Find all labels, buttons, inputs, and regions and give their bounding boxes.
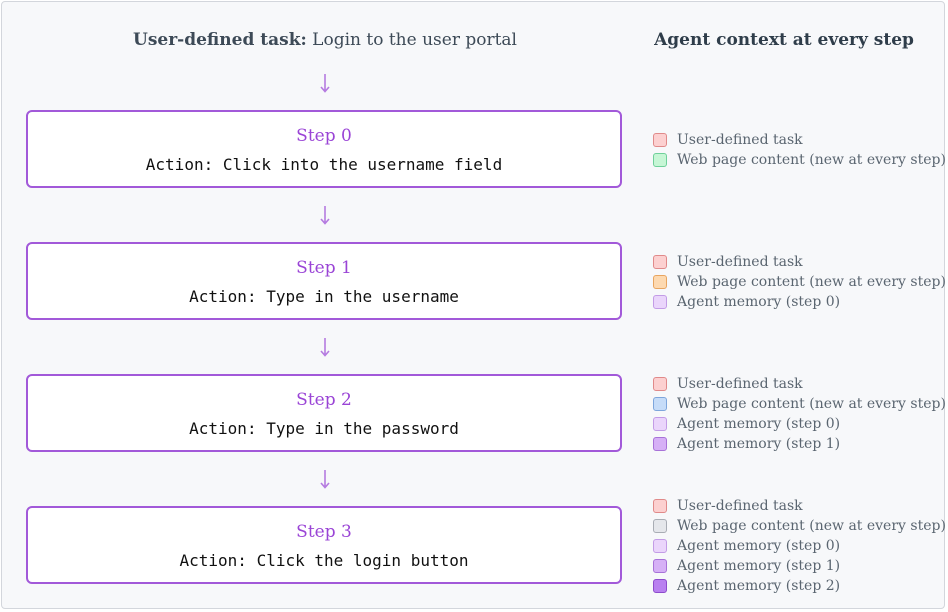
step-box-3: Step 3 Action: Click the login button (26, 506, 622, 584)
legend-item: Agent memory (step 1) (653, 434, 946, 454)
step-title: Step 1 (296, 258, 352, 278)
context-legend-step-1: User-defined task Web page content (new … (653, 252, 946, 312)
legend-item: User-defined task (653, 130, 946, 150)
flow-arrow (320, 74, 330, 93)
legend-item: Agent memory (step 0) (653, 292, 946, 312)
legend-label: Web page content (new at every step) (677, 396, 946, 412)
color-swatch (653, 519, 667, 533)
legend-label: Agent memory (step 1) (677, 558, 841, 574)
legend-item: User-defined task (653, 252, 946, 272)
step-box-2: Step 2 Action: Type in the password (26, 374, 622, 452)
legend-label: User-defined task (677, 254, 803, 270)
legend-item: Web page content (new at every step) (653, 516, 946, 536)
color-swatch (653, 133, 667, 147)
context-legend-step-0: User-defined task Web page content (new … (653, 130, 946, 170)
color-swatch (653, 437, 667, 451)
step-title: Step 0 (296, 126, 352, 146)
legend-label: Web page content (new at every step) (677, 152, 946, 168)
flow-arrow (320, 206, 330, 225)
task-header-prefix: User-defined task: (133, 30, 307, 50)
color-swatch (653, 275, 667, 289)
step-box-0: Step 0 Action: Click into the username f… (26, 110, 622, 188)
step-action: Action: Click into the username field (145, 155, 503, 174)
legend-label: Web page content (new at every step) (677, 518, 946, 534)
color-swatch (653, 255, 667, 269)
step-title: Step 2 (296, 390, 352, 410)
task-header-text: Login to the user portal (306, 30, 517, 50)
legend-item: User-defined task (653, 496, 946, 516)
color-swatch (653, 417, 667, 431)
legend-label: Agent memory (step 0) (677, 416, 841, 432)
color-swatch (653, 539, 667, 553)
legend-label: User-defined task (677, 132, 803, 148)
flow-arrow (320, 470, 330, 489)
legend-label: Agent memory (step 2) (677, 578, 841, 594)
legend-label: Web page content (new at every step) (677, 274, 946, 290)
color-swatch (653, 579, 667, 593)
context-legend-step-2: User-defined task Web page content (new … (653, 374, 946, 454)
legend-item: Agent memory (step 0) (653, 414, 946, 434)
color-swatch (653, 559, 667, 573)
legend-label: User-defined task (677, 498, 803, 514)
legend-item: Agent memory (step 2) (653, 576, 946, 596)
color-swatch (653, 377, 667, 391)
legend-item: Web page content (new at every step) (653, 272, 946, 292)
color-swatch (653, 397, 667, 411)
step-box-1: Step 1 Action: Type in the username (26, 242, 622, 320)
legend-item: User-defined task (653, 374, 946, 394)
color-swatch (653, 295, 667, 309)
color-swatch (653, 153, 667, 167)
legend-item: Agent memory (step 0) (653, 536, 946, 556)
legend-label: Agent memory (step 0) (677, 294, 841, 310)
step-action: Action: Click the login button (179, 551, 469, 570)
color-swatch (653, 499, 667, 513)
legend-item: Web page content (new at every step) (653, 394, 946, 414)
legend-item: Web page content (new at every step) (653, 150, 946, 170)
legend-item: Agent memory (step 1) (653, 556, 946, 576)
step-title: Step 3 (296, 522, 352, 542)
legend-label: Agent memory (step 0) (677, 538, 841, 554)
legend-label: User-defined task (677, 376, 803, 392)
flow-arrow (320, 338, 330, 357)
step-action: Action: Type in the username (189, 287, 459, 306)
context-header: Agent context at every step (654, 30, 914, 50)
legend-label: Agent memory (step 1) (677, 436, 841, 452)
task-header: User-defined task: Login to the user por… (0, 30, 650, 50)
context-legend-step-3: User-defined task Web page content (new … (653, 496, 946, 596)
step-action: Action: Type in the password (189, 419, 459, 438)
